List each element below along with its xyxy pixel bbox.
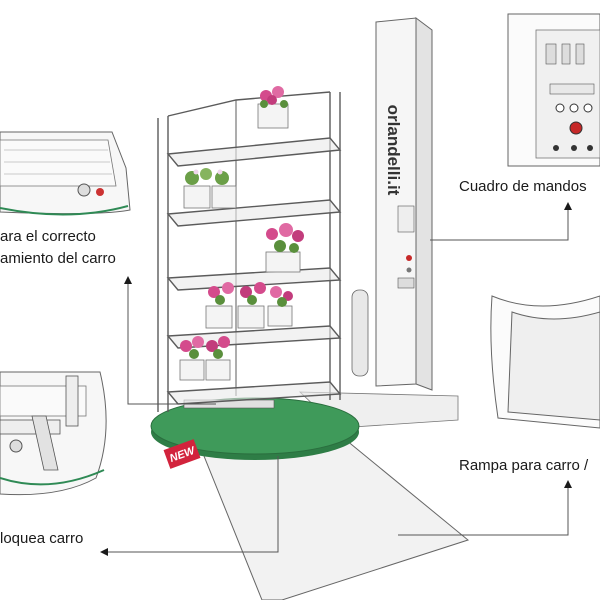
flower-plant-icon [205, 282, 293, 329]
loading-ramp [203, 439, 470, 600]
potted-plants [179, 86, 304, 381]
flower-plant-icon [179, 336, 231, 381]
caster-wheel-icon [77, 183, 91, 197]
label-control-panel: Cuadro de mandos [459, 178, 587, 195]
label-alignment-line1: ara el correcto [0, 228, 96, 245]
stop-button-icon [406, 255, 412, 261]
brand-text: orlandelli.it [384, 105, 403, 196]
leader-lines [100, 202, 572, 556]
leader-arrow-alignment [124, 276, 216, 405]
shelving-cart [157, 91, 342, 412]
cart-lock-callout [0, 371, 107, 496]
flower-plant-icon [265, 223, 304, 273]
film-roll [351, 289, 369, 377]
new-badge: NEW [163, 439, 201, 469]
leader-arrow-lock [100, 456, 279, 556]
flower-plant-icon [183, 168, 237, 209]
alignment-detail-callout [0, 131, 131, 216]
ramp-callout [490, 295, 600, 429]
leader-arrow-ramp [398, 480, 572, 536]
control-panel-callout [507, 13, 600, 167]
emergency-stop-icon [569, 121, 583, 135]
caster-wheel-icon [96, 188, 104, 196]
machine-mast: orlandelli.it [351, 17, 433, 391]
label-cart-lock: loquea carro [0, 530, 84, 547]
display-panel [397, 205, 415, 233]
flower-plant-icon [257, 86, 289, 129]
leader-arrow-panel [430, 202, 572, 241]
label-ramp: Rampa para carro / [459, 457, 589, 474]
label-alignment-line2: amiento del carro [0, 250, 116, 267]
